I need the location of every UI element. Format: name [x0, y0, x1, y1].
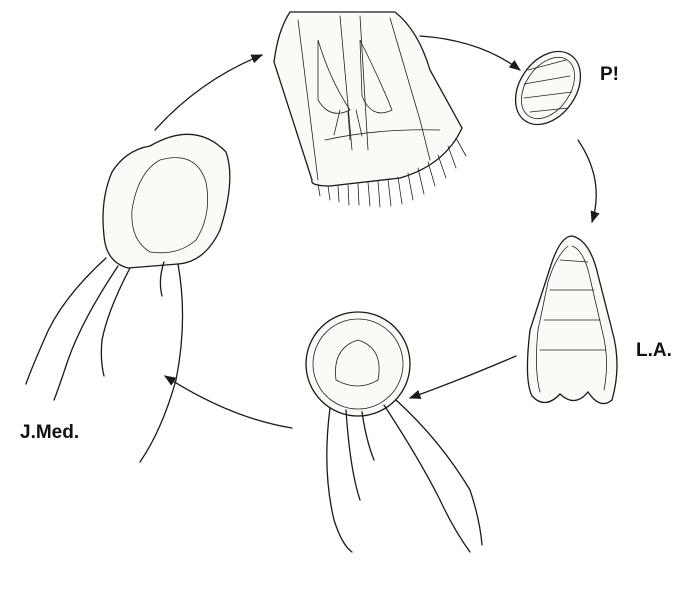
label-planula: P! — [600, 64, 619, 85]
young-medusa-illustration — [306, 312, 482, 552]
arrow-young-to-juvenile-medusa — [165, 376, 292, 428]
adult-medusa-illustration — [274, 12, 466, 207]
juvenile-medusa-illustration — [26, 134, 230, 462]
larva-illustration — [527, 236, 617, 404]
arrow-larva-to-young-medusa — [410, 356, 516, 398]
arrow-planula-to-larva — [578, 140, 596, 222]
planula-illustration — [502, 39, 594, 137]
label-larva: L.A. — [636, 340, 672, 361]
arrow-medusa-to-planula — [420, 36, 520, 70]
label-juvenile-medusa: J.Med. — [20, 422, 79, 443]
arrow-juvenile-to-adult-medusa — [155, 55, 262, 130]
